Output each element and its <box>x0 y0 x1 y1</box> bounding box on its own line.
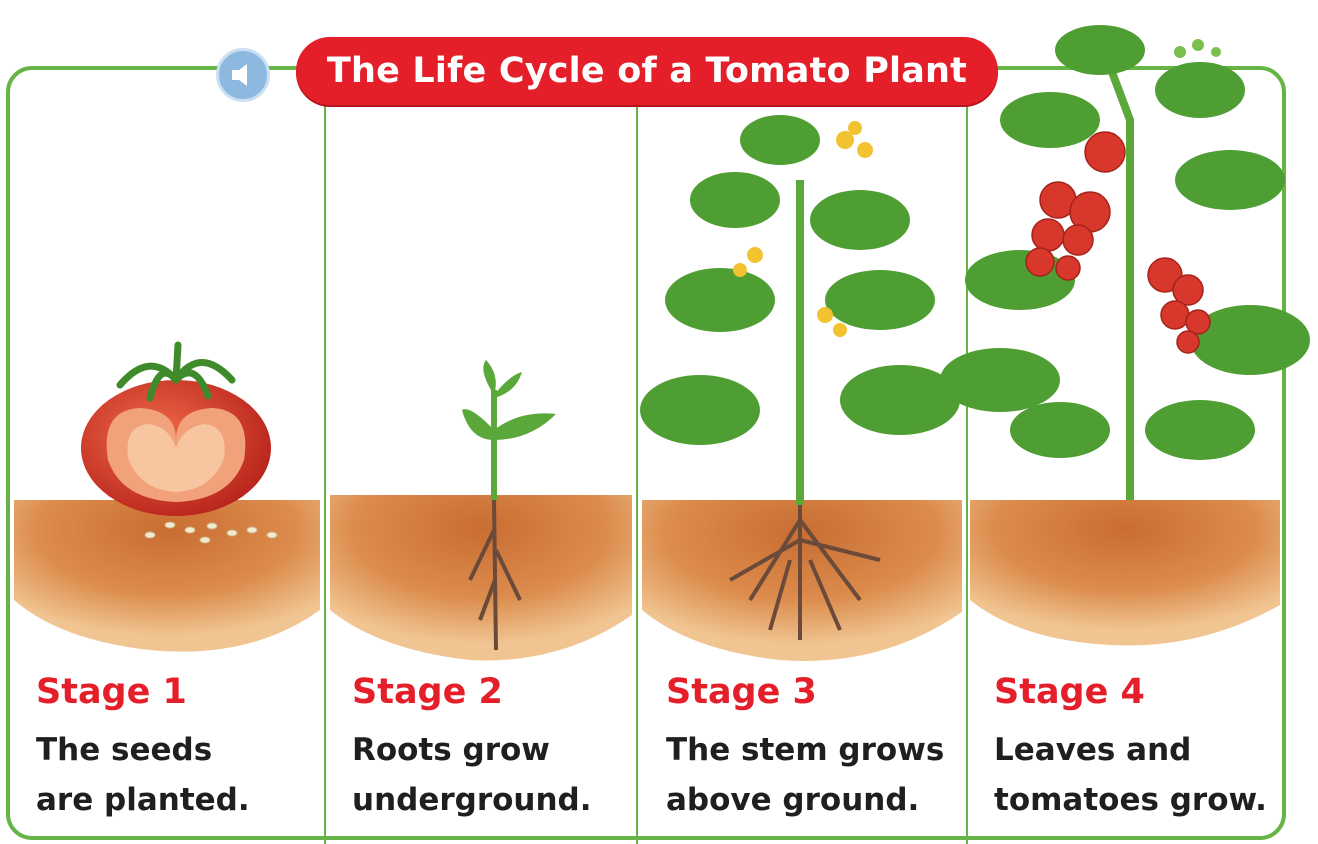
stage-3-label: Stage 3 <box>666 672 817 712</box>
soil-mound-2 <box>330 495 632 660</box>
speaker-icon[interactable] <box>216 48 270 102</box>
mature-tomato-plant <box>940 25 1310 500</box>
halved-tomato <box>81 345 271 516</box>
soil-mound-4 <box>970 500 1280 646</box>
stage-1-line-1: The seeds <box>36 725 212 775</box>
diagram-title: The Life Cycle of a Tomato Plant <box>327 51 967 91</box>
stage-4-label: Stage 4 <box>994 672 1145 712</box>
stage-2-label: Stage 2 <box>352 672 503 712</box>
stage-1-label: Stage 1 <box>36 672 187 712</box>
stage-1-line-2: are planted. <box>36 775 250 825</box>
stage-2-line-1: Roots grow <box>352 725 550 775</box>
title-banner: The Life Cycle of a Tomato Plant <box>296 37 998 105</box>
stage-3-line-1: The stem grows <box>666 725 944 775</box>
stage-4-line-2: tomatoes grow. <box>994 775 1267 825</box>
stage-4-line-1: Leaves and <box>994 725 1191 775</box>
stage-3-line-2: above ground. <box>666 775 919 825</box>
stage-2-line-2: underground. <box>352 775 592 825</box>
